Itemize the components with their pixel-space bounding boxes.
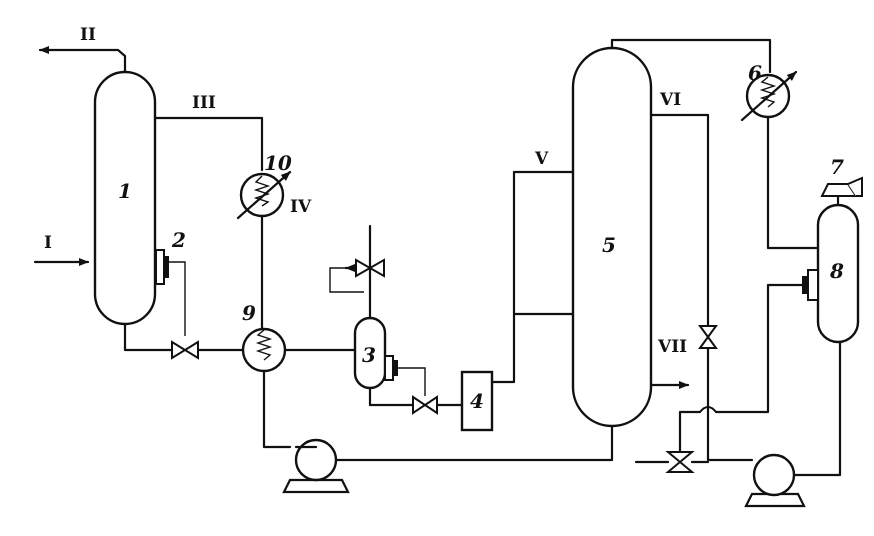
line-4-to-5 <box>490 170 577 384</box>
side-draw-VI <box>649 113 754 462</box>
level-controller-3 <box>384 355 426 396</box>
pump-1 <box>282 438 350 494</box>
label-stream-III: III <box>192 93 216 113</box>
label-unit-6: 6 <box>748 61 762 85</box>
heat-exchanger-9 <box>241 327 287 373</box>
column-1-overhead-line <box>38 46 127 74</box>
control-valve-3 <box>412 395 438 415</box>
label-unit-10: 10 <box>264 151 292 175</box>
label-stream-VI: VI <box>659 90 681 110</box>
label-unit-7: 7 <box>830 155 844 179</box>
separator-3-bottom-line <box>368 386 464 407</box>
line-9-to-pump <box>262 369 292 449</box>
label-unit-3: 3 <box>362 343 376 367</box>
condenser-10 <box>236 170 292 220</box>
label-stream-I: I <box>44 233 52 253</box>
unit-4 <box>460 370 494 432</box>
pump-2 <box>744 453 806 508</box>
valve-top-3 <box>344 258 385 278</box>
label-unit-2: 2 <box>171 228 186 252</box>
level-controller-8 <box>802 269 819 301</box>
line-6-to-8 <box>766 115 820 250</box>
label-unit-4: 4 <box>470 389 484 413</box>
control-valve-1 <box>171 340 199 360</box>
label-stream-II: II <box>80 25 96 45</box>
vapor-line-III <box>153 116 264 172</box>
label-stream-VII: VII <box>657 337 687 357</box>
pump-2-discharge <box>792 338 842 477</box>
valve-VI <box>698 325 718 349</box>
column-1-bottom-line <box>123 322 246 352</box>
label-stream-IV: IV <box>290 197 312 217</box>
level-controller-2 <box>155 249 186 336</box>
label-unit-8: 8 <box>829 259 844 283</box>
condenser-6 <box>740 70 798 122</box>
vent-7 <box>820 176 863 207</box>
label-stream-V: V <box>534 149 549 169</box>
reflux-line <box>678 283 820 454</box>
valve-bottom-left <box>634 451 710 473</box>
pump-1-discharge <box>334 418 614 462</box>
label-unit-9: 9 <box>242 301 256 325</box>
label-unit-1: 1 <box>118 179 132 203</box>
column-5-overhead <box>610 38 772 74</box>
label-unit-5: 5 <box>602 233 616 257</box>
